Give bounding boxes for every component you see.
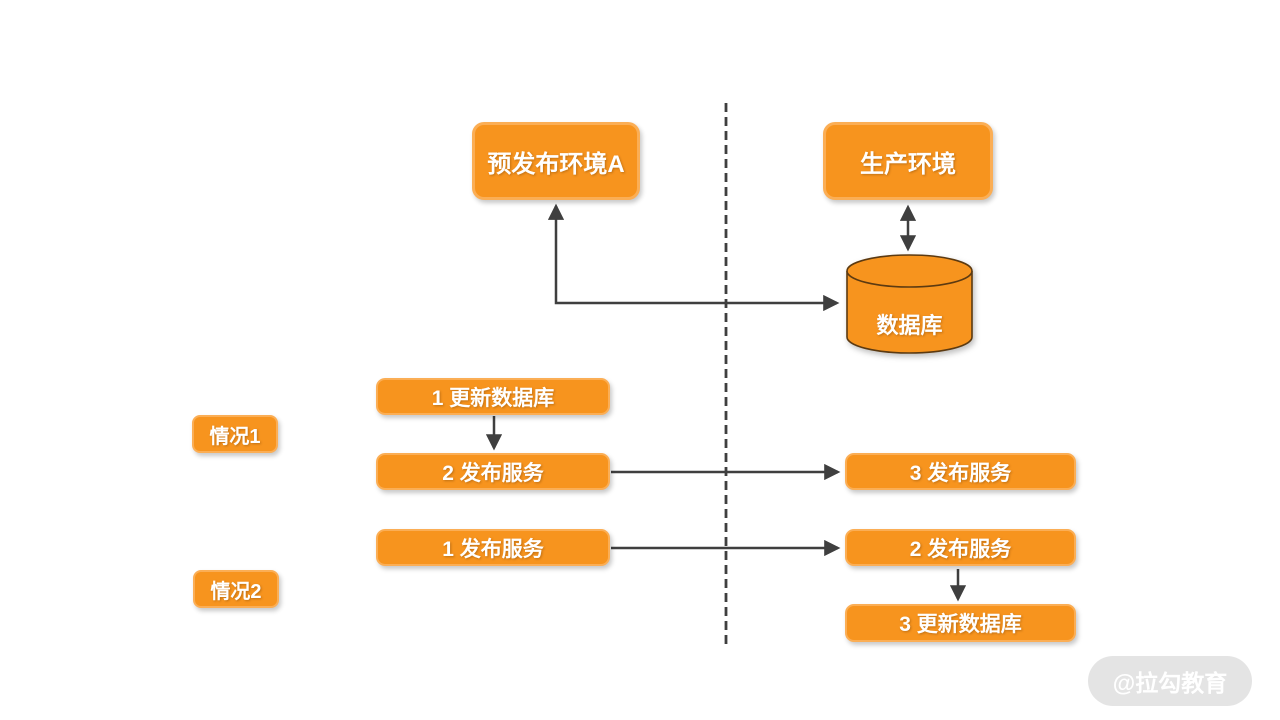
case1-step2-box: 2 发布服务 <box>376 453 610 490</box>
case2-label: 情况2 <box>210 580 262 603</box>
case2-step3-label: 3 更新数据库 <box>899 613 1022 636</box>
production-environment-label: 生产环境 <box>860 150 956 178</box>
case2-step2-box: 2 发布服务 <box>845 529 1076 566</box>
case1-label: 情况1 <box>209 425 261 448</box>
case2-label-box: 情况2 <box>193 570 279 608</box>
staging-environment-label: 预发布环境A <box>487 150 625 178</box>
database-cylinder-icon <box>846 254 973 354</box>
case1-step3-label: 3 发布服务 <box>909 461 1012 485</box>
case2-step1-label: 1 发布服务 <box>442 537 544 561</box>
case1-label-box: 情况1 <box>192 415 278 453</box>
case1-step1-box: 1 更新数据库 <box>376 378 610 415</box>
staging-to-database-arrow <box>547 203 840 312</box>
case1-step3-box: 3 发布服务 <box>845 453 1076 490</box>
watermark-badge: @拉勾教育 <box>1088 656 1252 706</box>
case1-step1-label: 1 更新数据库 <box>431 386 555 410</box>
case2-step1-box: 1 发布服务 <box>376 529 610 566</box>
watermark-text: @拉勾教育 <box>1112 670 1228 696</box>
case1-step2-label: 2 发布服务 <box>442 461 544 485</box>
database-label: 数据库 <box>876 313 943 338</box>
production-environment-box: 生产环境 <box>823 122 993 200</box>
case2-step3-box: 3 更新数据库 <box>845 604 1076 642</box>
case2-step2-label: 2 发布服务 <box>909 537 1012 561</box>
staging-environment-box: 预发布环境A <box>472 122 640 200</box>
